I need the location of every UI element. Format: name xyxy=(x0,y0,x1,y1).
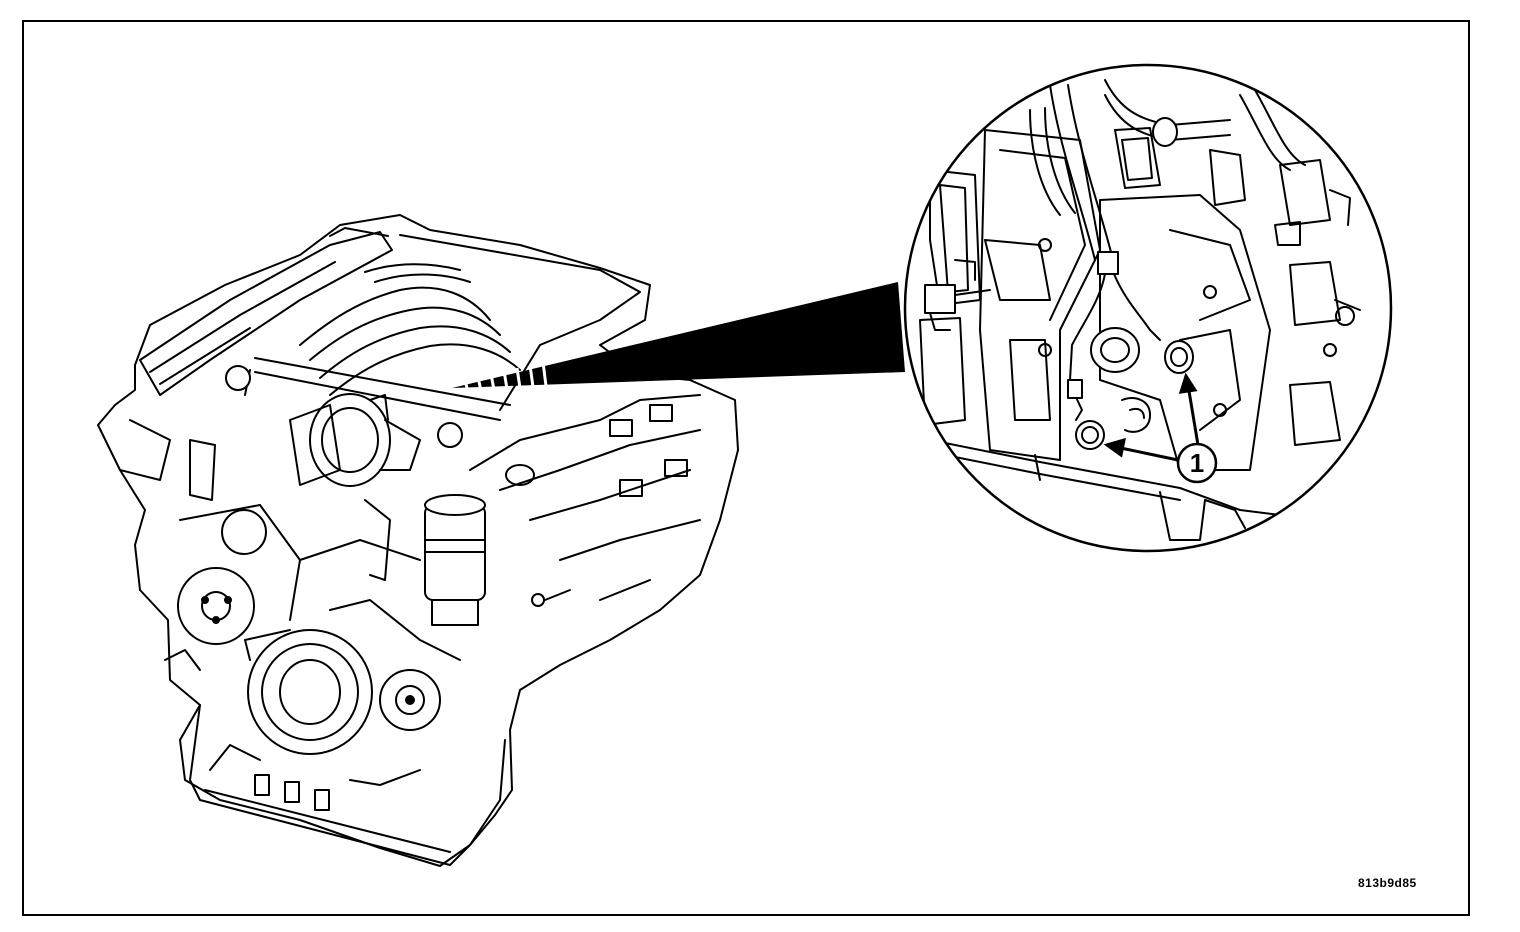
figure-id-code: 813b9d85 xyxy=(1358,876,1417,890)
callout-balloon-1: 1 xyxy=(1176,442,1218,484)
figure-frame xyxy=(22,20,1470,916)
engine-drawing xyxy=(97,214,739,867)
leader-arrow xyxy=(1103,372,1200,462)
callout-number-1: 1 xyxy=(1190,448,1204,478)
detail-leader-wedge xyxy=(452,282,905,393)
detail-magnifier-circle: 1 xyxy=(903,63,1393,553)
